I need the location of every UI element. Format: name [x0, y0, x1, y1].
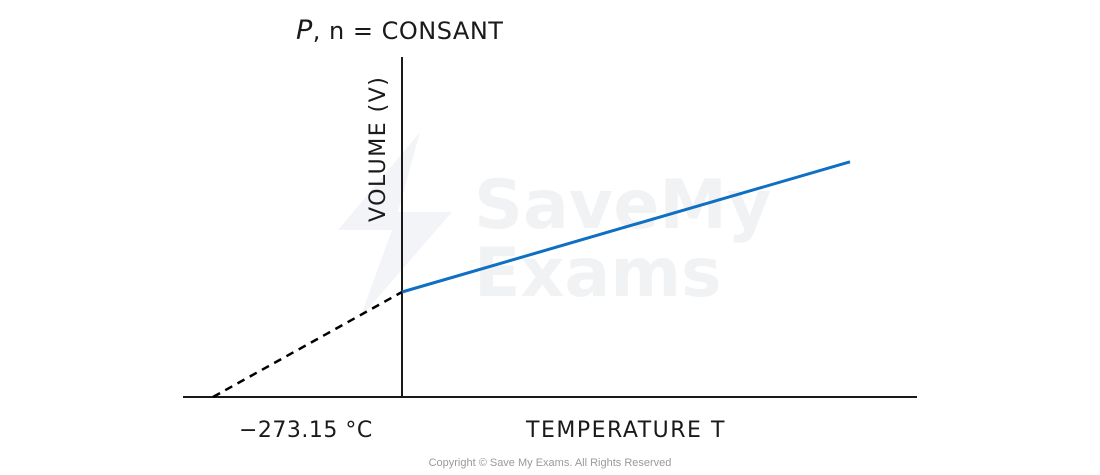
- copyright-text: Copyright © Save My Exams. All Rights Re…: [429, 457, 672, 469]
- title-pressure-symbol: P: [296, 15, 313, 46]
- y-axis-label: VOLUME (V): [366, 76, 391, 222]
- watermark-line-2: Exams: [474, 234, 722, 313]
- volume-temperature-line: [401, 160, 851, 294]
- x-tick-label-absolute-zero: −273.15 °C: [239, 418, 373, 443]
- x-axis-label: TEMPERATURE T: [525, 418, 726, 443]
- watermark-logo: SaveMy Exams: [338, 132, 771, 318]
- chart-title: P, n = CONSANT: [296, 15, 503, 46]
- extrapolated-line: [212, 290, 403, 399]
- watermark-line-1: SaveMy: [474, 166, 771, 245]
- title-text: , n = CONSANT: [313, 17, 504, 45]
- lightning-bolt-icon: [338, 132, 452, 318]
